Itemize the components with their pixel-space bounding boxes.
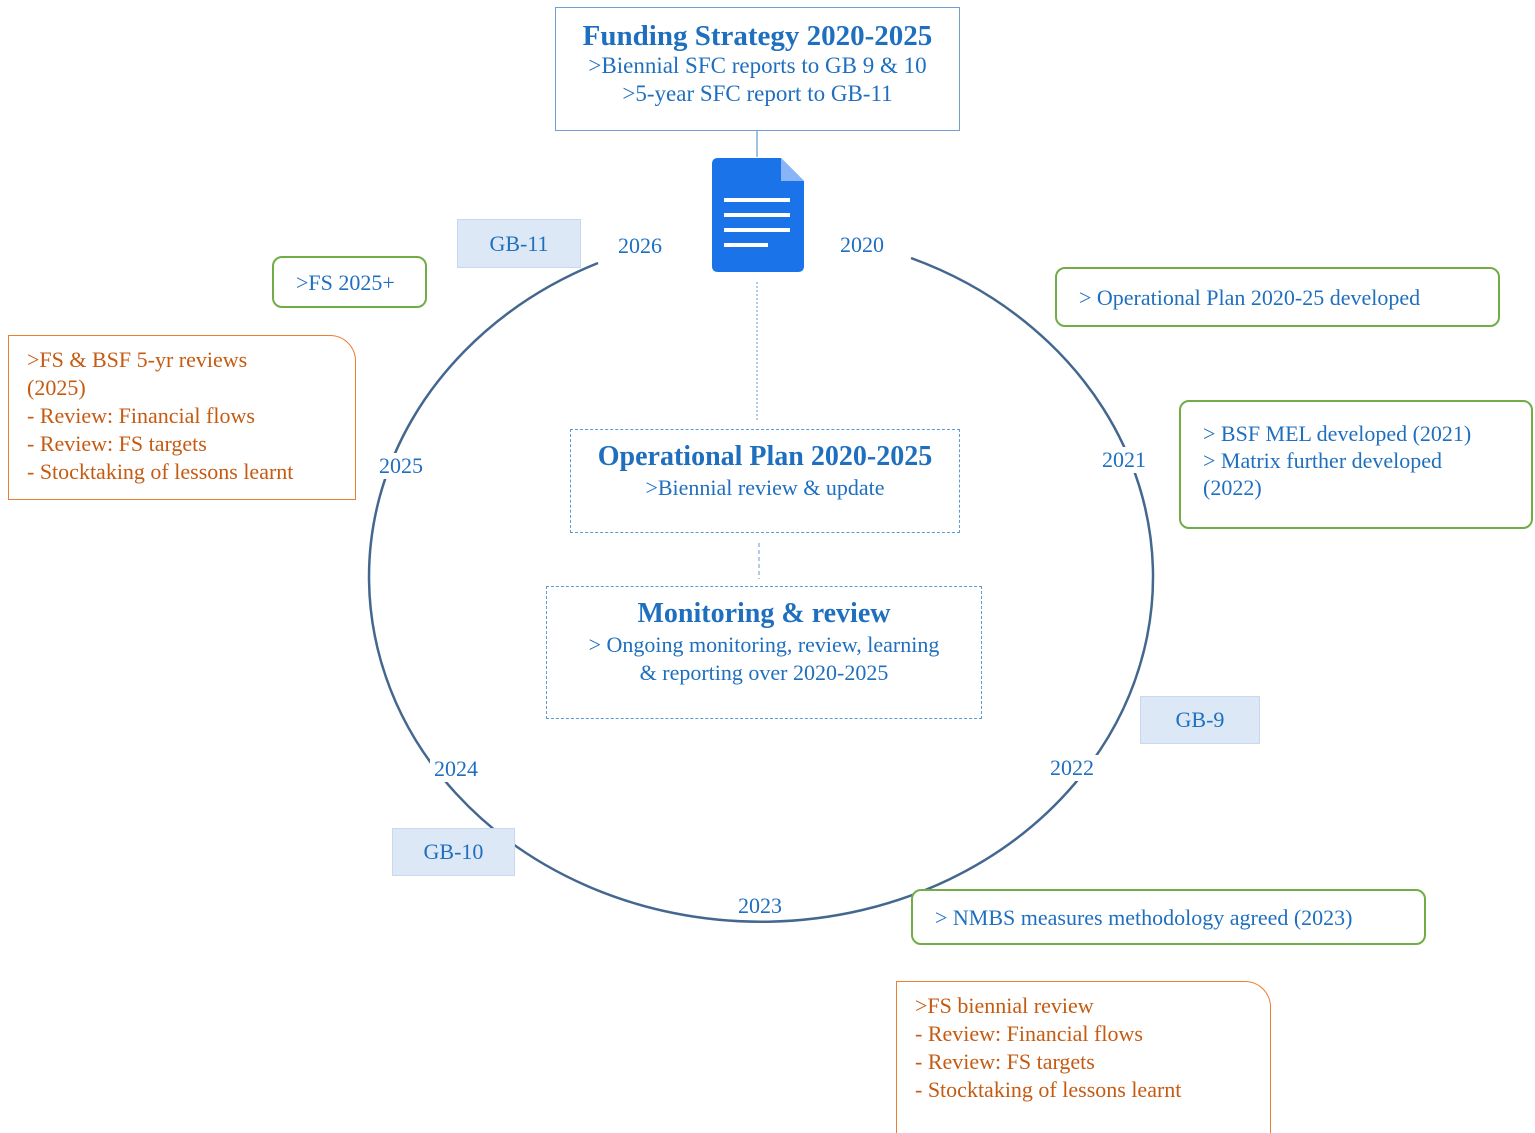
monitoring-title: Monitoring & review bbox=[637, 598, 891, 629]
five-year-review-line-5: - Stocktaking of lessons learnt bbox=[27, 459, 294, 484]
cycle-arc bbox=[367, 256, 1155, 923]
five-year-review-line-3: - Review: Financial flows bbox=[27, 403, 255, 428]
funding-strategy-box: Funding Strategy 2020-2025 >Biennial SFC… bbox=[555, 7, 960, 131]
monitoring-box: Monitoring & review > Ongoing monitoring… bbox=[546, 586, 982, 719]
biennial-review-line-3: - Review: FS targets bbox=[915, 1049, 1095, 1074]
funding-strategy-title: Funding Strategy 2020-2025 bbox=[582, 20, 933, 52]
biennial-review-line-4: - Stocktaking of lessons learnt bbox=[915, 1077, 1182, 1102]
year-2023: 2023 bbox=[734, 893, 786, 919]
operational-plan-title: Operational Plan 2020-2025 bbox=[597, 441, 933, 472]
bsf-mel-box: > BSF MEL developed (2021) > Matrix furt… bbox=[1179, 400, 1533, 529]
year-2020: 2020 bbox=[836, 232, 888, 258]
five-year-review-line-2: (2025) bbox=[27, 375, 86, 400]
bsf-mel-line-1: > BSF MEL developed (2021) bbox=[1203, 421, 1472, 446]
gb-9-tag: GB-9 bbox=[1140, 696, 1260, 744]
bsf-mel-line-2: > Matrix further developed bbox=[1203, 448, 1443, 473]
nmbs-box: > NMBS measures methodology agreed (2023… bbox=[911, 889, 1426, 945]
gb-10-tag: GB-10 bbox=[392, 828, 515, 876]
op-plan-developed-box: > Operational Plan 2020-25 developed bbox=[1055, 267, 1500, 327]
fs-2025-plus-box: >FS 2025+ bbox=[272, 256, 427, 308]
document-icon bbox=[712, 158, 804, 272]
year-2022: 2022 bbox=[1046, 755, 1098, 781]
year-2024: 2024 bbox=[430, 756, 482, 782]
fs-2025-plus-text: >FS 2025+ bbox=[296, 269, 395, 295]
biennial-review-line-2: - Review: Financial flows bbox=[915, 1021, 1143, 1046]
year-2025: 2025 bbox=[375, 453, 427, 479]
bsf-mel-line-3: (2022) bbox=[1203, 475, 1262, 500]
year-2026: 2026 bbox=[614, 233, 666, 259]
operational-plan-box: Operational Plan 2020-2025 >Biennial rev… bbox=[570, 429, 960, 533]
gb-11-tag: GB-11 bbox=[457, 219, 581, 268]
nmbs-text: > NMBS measures methodology agreed (2023… bbox=[935, 904, 1353, 930]
biennial-review-box: >FS biennial review - Review: Financial … bbox=[896, 981, 1271, 1133]
biennial-review-line-1: >FS biennial review bbox=[915, 993, 1094, 1018]
monitoring-line-2: & reporting over 2020-2025 bbox=[639, 660, 889, 685]
five-year-review-line-1: >FS & BSF 5-yr reviews bbox=[27, 347, 248, 372]
five-year-review-box: >FS & BSF 5-yr reviews (2025) - Review: … bbox=[8, 335, 356, 500]
five-year-review-line-4: - Review: FS targets bbox=[27, 431, 207, 456]
funding-strategy-line-2: >5-year SFC report to GB-11 bbox=[622, 81, 893, 106]
operational-plan-line-1: >Biennial review & update bbox=[645, 475, 885, 500]
monitoring-line-1: > Ongoing monitoring, review, learning bbox=[588, 632, 940, 657]
op-plan-developed-text: > Operational Plan 2020-25 developed bbox=[1079, 284, 1421, 310]
funding-strategy-line-1: >Biennial SFC reports to GB 9 & 10 bbox=[588, 53, 927, 78]
year-2021: 2021 bbox=[1098, 447, 1150, 473]
